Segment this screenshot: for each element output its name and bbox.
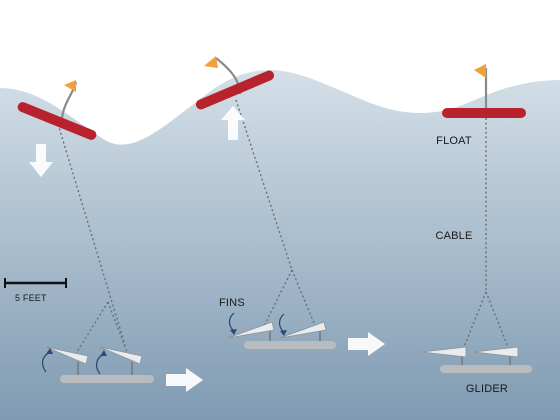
curved-arrow-icon: [280, 330, 287, 336]
float-board: [17, 102, 97, 140]
scale-bar: 5 FEET: [4, 278, 67, 303]
fin-wing: [279, 321, 327, 339]
glider-body: [440, 365, 532, 373]
stage-descending: [17, 80, 203, 392]
fin-wing: [99, 346, 143, 365]
fin-wing: [421, 346, 467, 358]
cable-line: [107, 301, 131, 361]
float-board: [195, 70, 275, 110]
cable-line: [461, 291, 487, 353]
fins-label: FINS: [219, 297, 245, 309]
curved-arrow-icon: [230, 329, 237, 335]
stage-level: FLOAT CABLE GLIDER: [421, 64, 532, 395]
fin-wing: [227, 321, 275, 339]
cable-line: [57, 123, 126, 346]
water-body: [0, 70, 560, 420]
arrow-down-icon: [29, 144, 53, 177]
arrow-up-icon: [221, 106, 245, 140]
cable-label: CABLE: [435, 230, 472, 242]
stage-ascending: FINS: [195, 56, 385, 356]
glider-label: GLIDER: [466, 383, 508, 395]
float-label: FLOAT: [436, 135, 472, 147]
float-board: [442, 108, 526, 118]
flag-icon: [474, 64, 486, 78]
scale-bar-label: 5 FEET: [15, 293, 47, 303]
glider-body: [244, 341, 336, 349]
cable-line: [71, 301, 109, 361]
glider-body: [60, 375, 154, 383]
flag-icon: [204, 56, 218, 68]
fin-wing: [45, 346, 89, 365]
cable-line: [235, 99, 293, 271]
curved-arrow-icon: [100, 350, 107, 356]
arrow-right-icon: [348, 332, 385, 356]
flag-icon: [64, 80, 76, 92]
cable-line: [291, 269, 317, 329]
fin-wing: [473, 346, 519, 358]
arrow-right-icon: [166, 368, 203, 392]
cable-line: [262, 269, 293, 329]
cable-line: [485, 291, 511, 353]
curved-arrow-icon: [46, 348, 53, 354]
